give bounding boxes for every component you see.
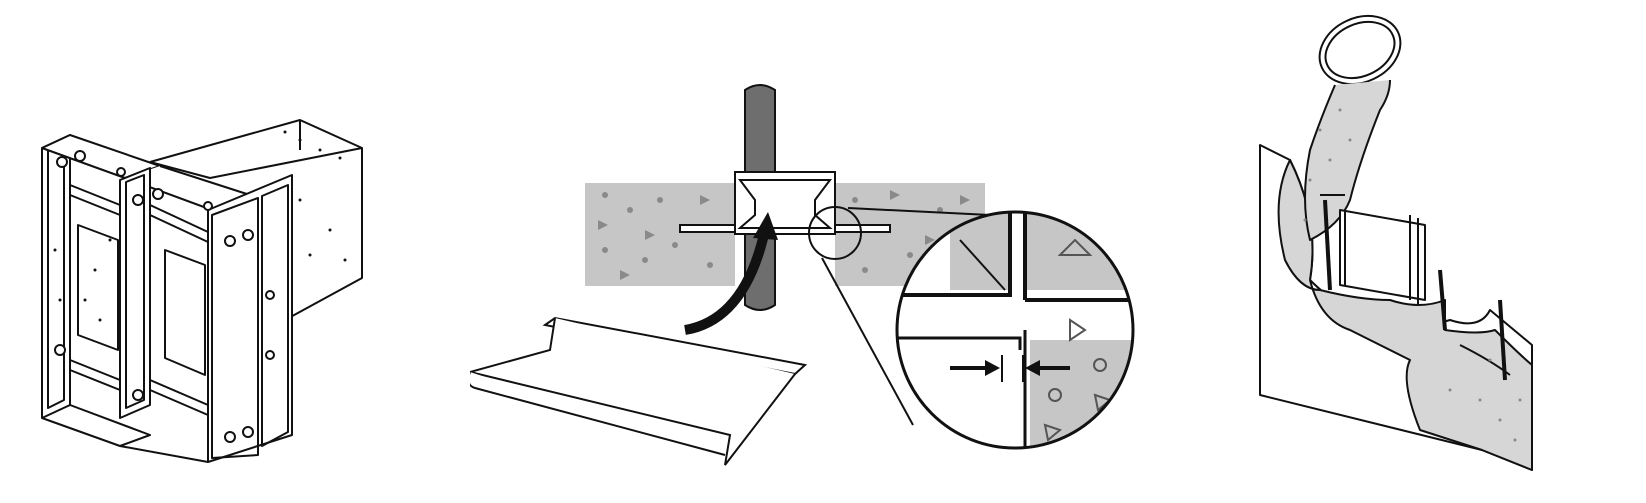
formwork-frame-illustration <box>41 119 363 463</box>
waterstop-detail-panel <box>470 0 1200 503</box>
insert-arrow <box>684 228 770 335</box>
concrete-pouring-illustration <box>1259 14 1533 471</box>
concrete-pouring-panel <box>1250 0 1646 503</box>
formwork-frame-panel <box>0 0 420 503</box>
detail-marker <box>808 206 862 260</box>
waterstop-strip <box>470 316 808 466</box>
waterstop-detail-illustration <box>470 84 1135 466</box>
